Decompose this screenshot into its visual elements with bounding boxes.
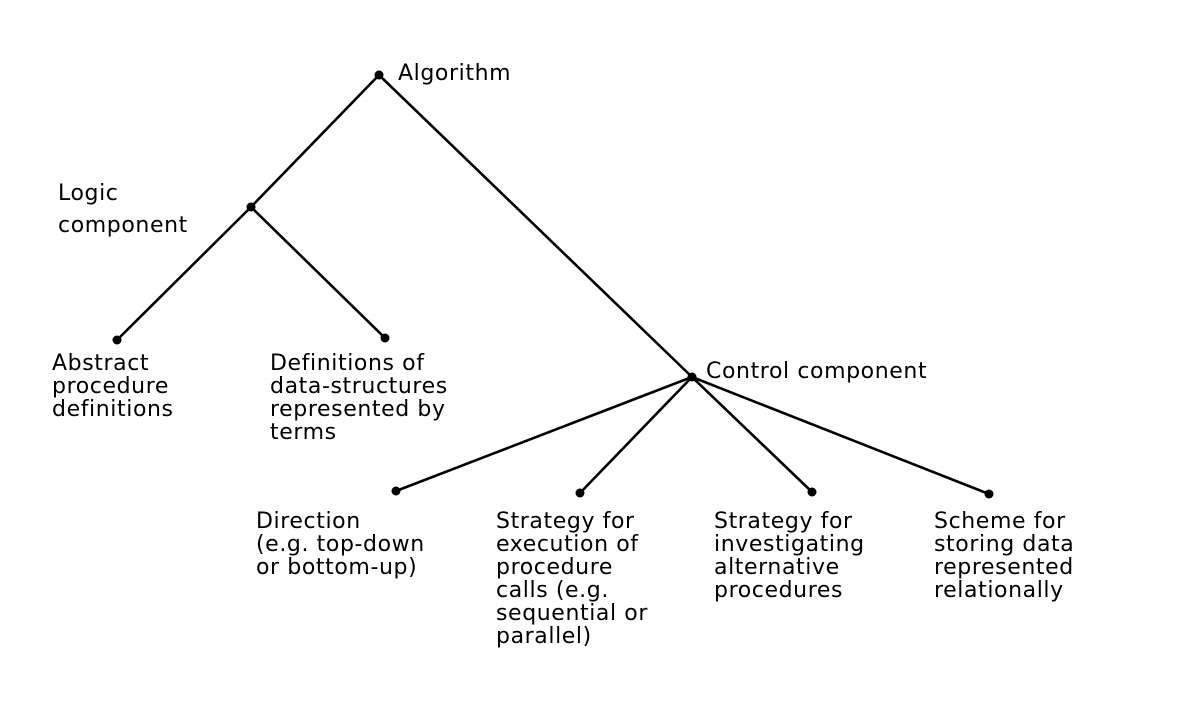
edge-control-to-storing (690, 375, 991, 496)
node-label-control-component: Control component (706, 360, 927, 383)
node-label-logic-component: Logic component (58, 178, 188, 242)
definitions-label-line: Definitions of (270, 351, 425, 376)
storing-label-line: storing data (934, 532, 1075, 557)
storing-label-line: Scheme for (934, 509, 1066, 534)
edge-control-to-investigating (690, 375, 814, 494)
investigating-label-line: Strategy for (714, 509, 853, 534)
node-dot-logic (246, 202, 256, 212)
edge-control-to-execution (578, 375, 694, 495)
edge-control-to-direction (394, 375, 694, 493)
storing-label-line: represented (934, 555, 1074, 580)
logic-label-line: component (58, 213, 188, 238)
node-dot-definitions (380, 333, 390, 343)
node-dot-investigating (807, 487, 817, 497)
control-label-line: Control component (706, 359, 928, 384)
edge-algorithm-to-control (377, 73, 694, 379)
node-label-algorithm: Algorithm (398, 62, 511, 85)
node-dot-abstract (112, 335, 122, 345)
direction-label-line: (e.g. top-down (256, 532, 425, 557)
direction-label-line: or bottom-up) (256, 555, 418, 580)
abstract-label-line: definitions (52, 397, 174, 422)
definitions-label-line: data-structures (270, 374, 448, 399)
execution-label-line: Strategy for (496, 509, 635, 534)
investigating-label-line: investigating (714, 532, 865, 557)
logic-label-line: Logic (58, 181, 119, 206)
tree-edges (115, 73, 991, 496)
execution-label-line: calls (e.g. (496, 578, 609, 603)
direction-label-line: Direction (256, 509, 361, 534)
tree-nodes (112, 70, 994, 499)
node-dot-execution (575, 488, 585, 498)
edge-algorithm-to-logic (249, 73, 381, 209)
abstract-label-line: Abstract (52, 351, 150, 376)
execution-label-line: execution of (496, 532, 639, 557)
definitions-label-line: terms (270, 420, 337, 445)
execution-label-line: procedure (496, 555, 614, 580)
execution-label-line: parallel) (496, 624, 592, 649)
definitions-label-line: represented by (270, 397, 446, 422)
storing-label-line: relationally (934, 578, 1064, 603)
abstract-label-line: procedure (52, 374, 170, 399)
execution-label-line: sequential or (496, 601, 649, 626)
node-dot-storing (984, 489, 994, 499)
node-dot-algorithm (374, 70, 384, 80)
node-dot-control (687, 372, 697, 382)
edge-logic-to-abstract (115, 205, 253, 342)
investigating-label-line: alternative (714, 555, 840, 580)
edge-logic-to-definitions (249, 205, 387, 340)
investigating-label-line: procedures (714, 578, 844, 603)
node-dot-direction (391, 486, 401, 496)
algorithm-label-line: Algorithm (398, 61, 512, 86)
